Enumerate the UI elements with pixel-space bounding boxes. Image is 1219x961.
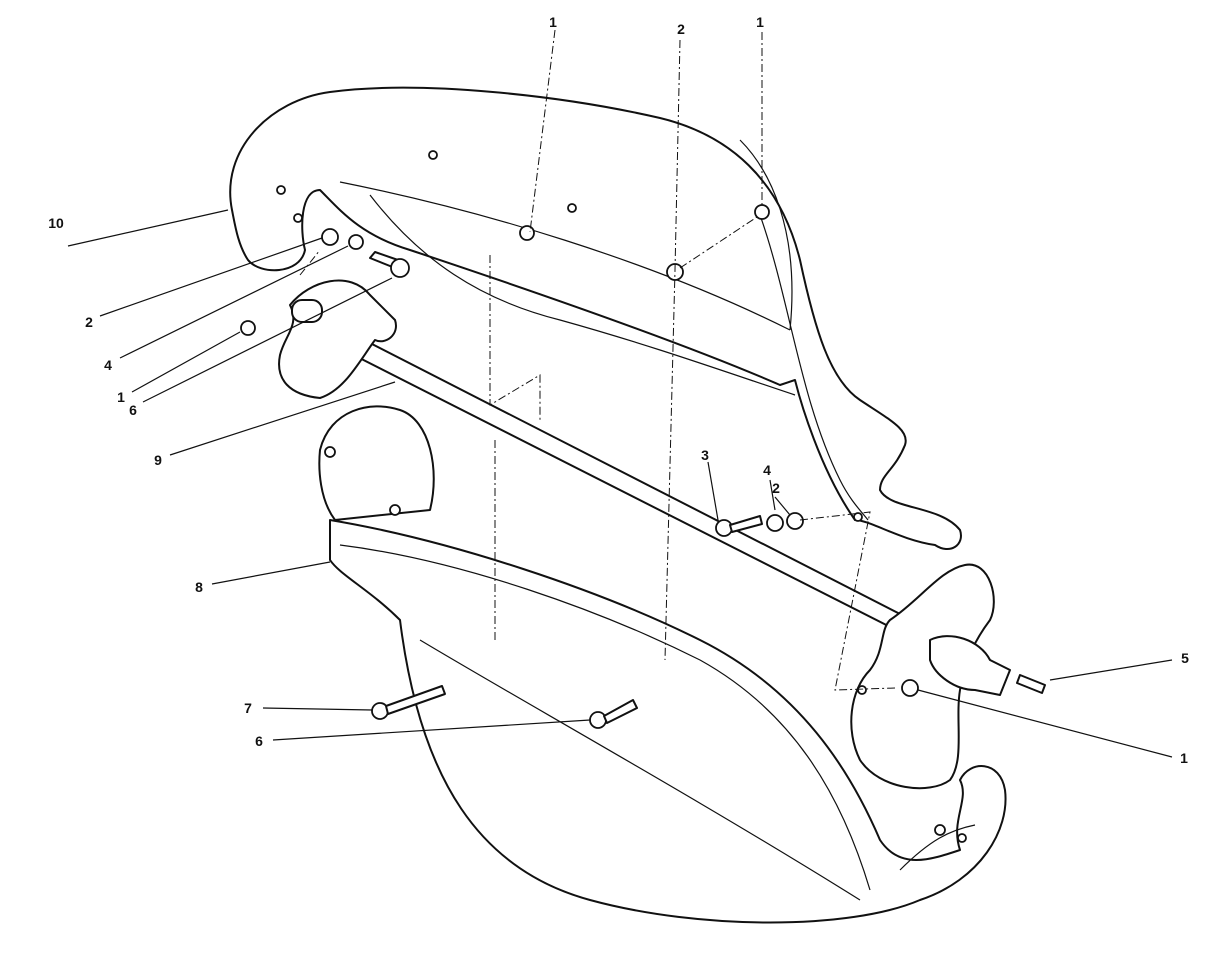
callout-3: 3 [701,447,709,463]
callout-1: 1 [756,14,764,30]
upper-housing-part-10 [229,86,962,550]
callout-5: 5 [1181,650,1189,666]
leader-lines [67,209,1173,758]
hardware [240,150,967,843]
callout-1: 1 [1180,750,1188,766]
callout-6: 6 [129,402,137,418]
callout-1: 1 [549,14,557,30]
callout-2: 2 [772,480,780,496]
callout-2: 2 [677,21,685,37]
callout-7: 7 [244,700,252,716]
key-part-5 [1016,674,1046,694]
callout-4: 4 [763,462,771,478]
callout-4: 4 [104,357,112,373]
callout-9: 9 [154,452,162,468]
callout-2: 2 [85,314,93,330]
lower-housing-part-8 [329,519,1007,924]
callout-1: 1 [117,389,125,405]
callout-6: 6 [255,733,263,749]
callout-8: 8 [195,579,203,595]
left-bearing-bracket [278,279,397,399]
callout-10: 10 [48,215,64,231]
